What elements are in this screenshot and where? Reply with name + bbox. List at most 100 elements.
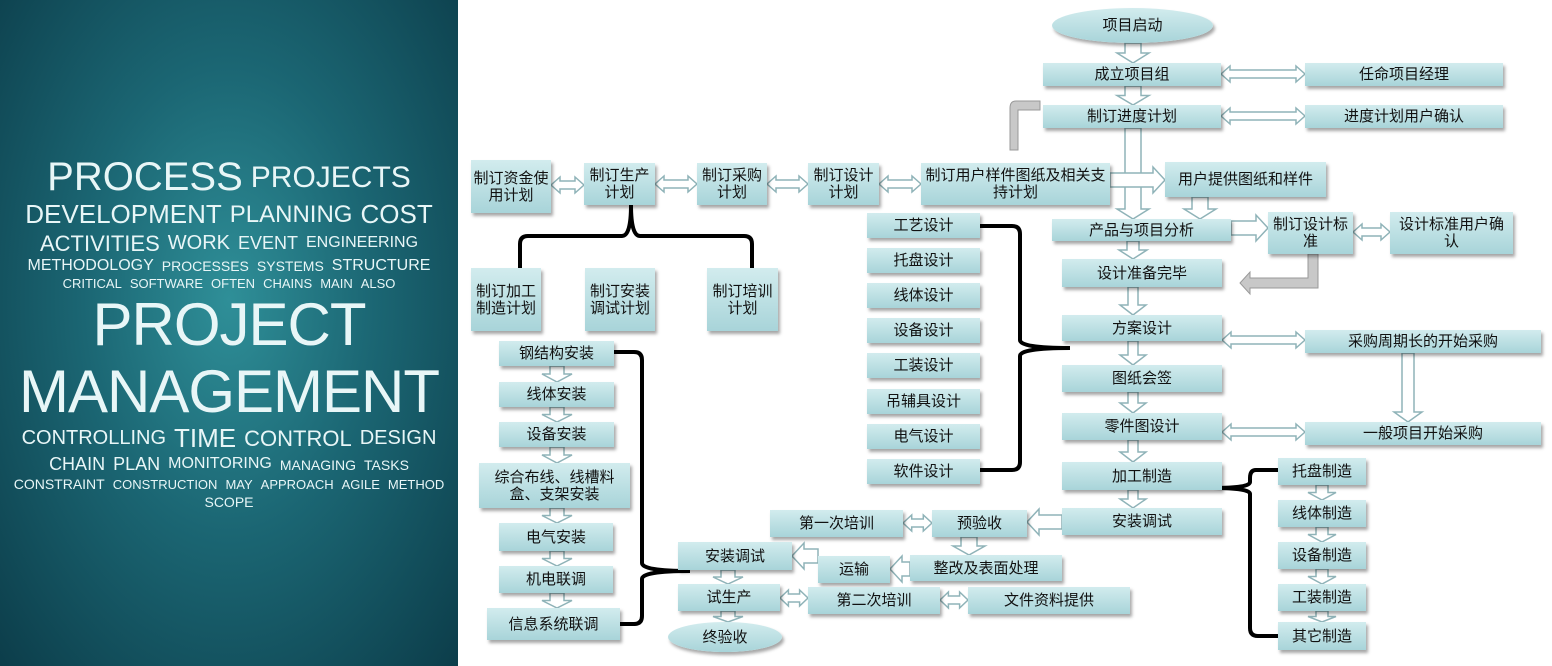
- step-transport: 运输: [818, 556, 890, 583]
- cloud-word: TIME: [174, 423, 237, 454]
- cloud-word: DEVELOPMENT: [25, 199, 222, 230]
- step-scheme: 方案设计: [1062, 315, 1222, 341]
- step-design-std: 制订设计标准: [1268, 212, 1353, 254]
- down-arrow-icon: [1117, 391, 1149, 414]
- cloud-word: CONTROLLING: [21, 427, 167, 450]
- cloud-word: ACTIVITIES: [39, 230, 160, 256]
- down-arrow-icon: [1114, 85, 1152, 106]
- double-arrow-icon: [765, 174, 810, 194]
- cloud-word: MAY: [225, 476, 253, 492]
- cloud-word: CHAINS: [263, 276, 313, 292]
- cloud-word: PROCESSES: [161, 257, 249, 274]
- step-purchase-plan: 制订采购计划: [697, 163, 767, 205]
- step-manufacture: 加工制造: [1062, 462, 1222, 490]
- cloud-word: CONTROL: [244, 426, 352, 452]
- step-install-debug2: 安装调试: [678, 542, 792, 570]
- down-arrow-icon: [1117, 286, 1149, 316]
- step-user-provide: 用户提供图纸和样件: [1165, 162, 1326, 197]
- down-arrow-icon: [541, 446, 573, 464]
- cloud-word: COST: [360, 199, 433, 230]
- step-install-plan: 制订安装调试计划: [585, 268, 655, 331]
- step-fund-plan: 制订资金使用计划: [471, 160, 551, 213]
- cloud-word: DESIGN: [359, 427, 437, 450]
- down-arrow-icon: [1307, 484, 1337, 501]
- cloud-word: APPROACH: [260, 476, 334, 492]
- double-arrow-icon: [1219, 64, 1307, 84]
- step-general-purchase: 一般项目开始采购: [1305, 422, 1541, 445]
- cloud-word: METHOD: [387, 476, 445, 492]
- step-m5: 其它制造: [1278, 622, 1366, 650]
- installation-bracket: [614, 350, 691, 626]
- step-schedule: 制订进度计划: [1043, 105, 1221, 128]
- step-i2: 线体安装: [499, 382, 614, 407]
- down-arrow-icon: [1307, 610, 1337, 623]
- step-std-confirm: 设计标准用户确认: [1390, 212, 1513, 254]
- down-arrow-icon: [1307, 568, 1337, 585]
- double-arrow-icon: [1219, 106, 1307, 126]
- cloud-word: SYSTEMS: [256, 257, 324, 274]
- step-d6: 吊辅具设计: [867, 389, 980, 414]
- cloud-word: CONSTRAINT: [13, 476, 105, 493]
- cloud-word-project: PROJECT: [92, 291, 366, 359]
- cloud-word: AGILE: [341, 476, 380, 492]
- down-arrow-icon: [541, 406, 573, 423]
- design-bracket: [980, 224, 1071, 472]
- double-arrow-icon: [778, 588, 810, 608]
- step-mfg-plan: 制订加工制造计划: [471, 268, 541, 331]
- step-m1: 托盘制造: [1278, 458, 1366, 485]
- step-train2: 第二次培训: [808, 587, 940, 614]
- down-arrow-icon: [1391, 352, 1425, 423]
- cloud-word: PLAN: [113, 454, 161, 475]
- cloud-word: SCOPE: [204, 494, 254, 510]
- left-arrow-icon: [1025, 507, 1063, 537]
- step-i3: 设备安装: [499, 422, 614, 447]
- down-arrow-icon: [541, 507, 573, 524]
- step-m2: 线体制造: [1278, 500, 1366, 527]
- down-arrow-icon: [1117, 489, 1149, 509]
- double-arrow-icon: [877, 174, 923, 194]
- cloud-word: STRUCTURE: [331, 256, 431, 274]
- step-train-plan: 制订培训计划: [707, 268, 778, 331]
- double-arrow-icon: [901, 513, 934, 533]
- step-train1: 第一次培训: [770, 510, 903, 537]
- left-arrow-icon: [790, 541, 819, 571]
- cloud-word-management: MANAGEMENT: [18, 358, 440, 426]
- right-arrow-icon: [1109, 165, 1167, 195]
- step-team: 成立项目组: [1043, 63, 1221, 86]
- down-arrow-icon: [1117, 439, 1149, 463]
- step-m3: 设备制造: [1278, 542, 1366, 569]
- cloud-word: PLANNING: [229, 201, 353, 229]
- cloud-word: CRITICAL: [62, 276, 122, 292]
- step-design-ready: 设计准备完毕: [1062, 259, 1222, 287]
- step-i7: 信息系统联调: [487, 608, 620, 640]
- step-rectify: 整改及表面处理: [910, 555, 1062, 581]
- cloud-word: CONSTRUCTION: [112, 476, 218, 492]
- step-i5: 电气安装: [499, 523, 613, 551]
- cloud-word: MAIN: [320, 276, 353, 292]
- cloud-word: METHODOLOGY: [27, 256, 154, 274]
- step-d7: 电气设计: [867, 424, 980, 449]
- step-pm: 任命项目经理: [1305, 63, 1503, 86]
- down-arrow-icon: [712, 610, 744, 623]
- elbow-arrow-icon: [1239, 253, 1319, 296]
- step-i1: 钢结构安装: [499, 341, 614, 366]
- down-arrow-icon: [541, 365, 573, 383]
- double-arrow-icon: [1351, 222, 1392, 242]
- production-plan-bracket: [518, 204, 754, 268]
- cloud-word: MANAGING: [279, 456, 357, 473]
- step-schedule-confirm: 进度计划用户确认: [1305, 105, 1503, 128]
- step-parts-design: 零件图设计: [1062, 413, 1222, 440]
- cloud-word: MONITORING: [168, 455, 272, 473]
- down-arrow-icon: [541, 550, 573, 567]
- double-arrow-icon: [938, 590, 970, 610]
- step-i6: 机电联调: [499, 566, 613, 593]
- cloud-word: ALSO: [360, 276, 396, 292]
- step-d2: 托盘设计: [867, 248, 980, 273]
- down-arrow-icon: [1181, 196, 1219, 220]
- cloud-word: EVENT: [237, 232, 298, 253]
- double-arrow-icon: [653, 174, 699, 194]
